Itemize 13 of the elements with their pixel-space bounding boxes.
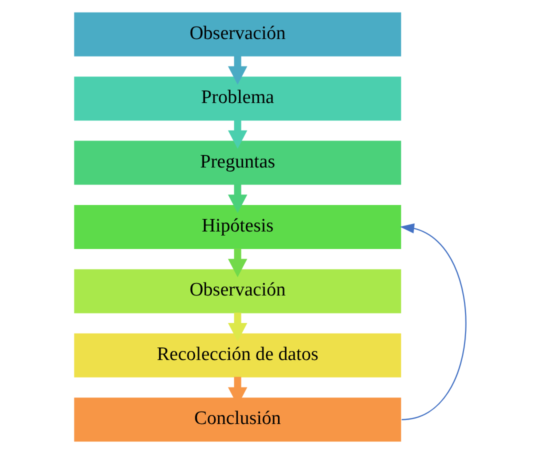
arrow [228, 248, 248, 278]
arrow [228, 56, 248, 85]
node-box: Preguntas [74, 140, 402, 185]
arrow [400, 223, 466, 420]
arrow [228, 312, 248, 342]
node-box: Recolección de datos [74, 333, 402, 378]
node-box: Conclusión [74, 398, 402, 442]
node-box: Hipótesis [74, 205, 402, 249]
node-box: Observación [74, 12, 402, 56]
node-box: Observación [74, 269, 402, 314]
arrow [228, 120, 248, 149]
arrow [228, 184, 248, 213]
node-box: Problema [74, 76, 402, 121]
